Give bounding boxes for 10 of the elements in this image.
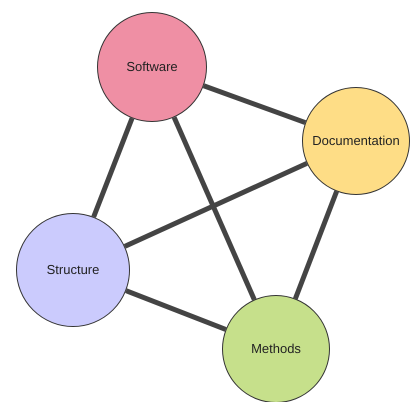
node-label: Documentation	[311, 133, 401, 149]
node-label: Structure	[46, 262, 100, 278]
node-label: Software	[125, 59, 179, 75]
node-label: Methods	[250, 341, 302, 357]
connector-line	[172, 116, 257, 301]
connector-line	[91, 117, 134, 218]
connector-line	[124, 161, 308, 249]
connector-line	[293, 190, 339, 300]
connector-line	[202, 83, 306, 125]
connector-line	[125, 288, 227, 332]
